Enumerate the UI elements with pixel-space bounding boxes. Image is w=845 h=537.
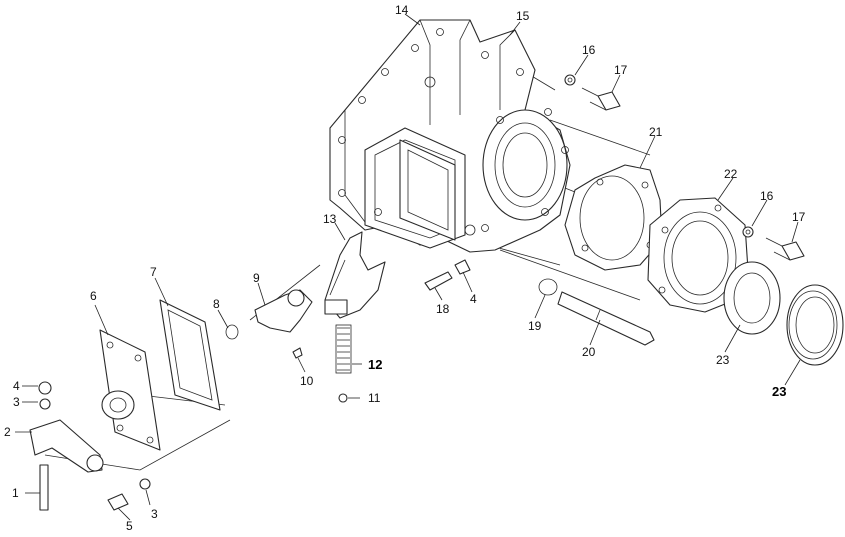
label-9: 9 — [253, 271, 260, 285]
label-23b: 23 — [772, 384, 786, 399]
label-15: 15 — [516, 9, 530, 23]
label-2: 2 — [4, 425, 11, 439]
shift-arm-2 — [29, 381, 151, 511]
label-6: 6 — [90, 289, 97, 303]
gasket-plate-7 — [159, 299, 221, 411]
label-16b: 16 — [760, 189, 774, 203]
label-18: 18 — [436, 302, 450, 316]
label-3a: 3 — [13, 395, 20, 409]
label-1: 1 — [12, 486, 19, 500]
part-labels: 1 2 3 4 5 3 6 7 8 9 10 11 12 13 14 15 16… — [4, 3, 806, 533]
label-5: 5 — [126, 519, 133, 533]
label-19: 19 — [528, 319, 542, 333]
label-20: 20 — [582, 345, 596, 359]
label-17b: 17 — [792, 210, 806, 224]
spring-ball — [335, 324, 352, 403]
pin-nut-set — [424, 259, 471, 291]
label-12: 12 — [368, 357, 382, 372]
leader-lines — [15, 13, 801, 521]
shift-shaft-9 — [225, 289, 313, 359]
gasket-21 — [564, 164, 663, 271]
label-17a: 17 — [614, 63, 628, 77]
label-14: 14 — [395, 3, 409, 17]
label-4b: 4 — [470, 292, 477, 306]
label-11: 11 — [368, 391, 381, 405]
seal-23 — [723, 261, 844, 366]
label-23a: 23 — [716, 353, 730, 367]
label-4a: 4 — [13, 379, 20, 393]
washer-bolt-set — [564, 74, 805, 261]
main-housing — [329, 19, 571, 253]
label-22: 22 — [724, 167, 738, 181]
label-13: 13 — [323, 212, 337, 226]
label-8: 8 — [213, 297, 220, 311]
shift-fork-13 — [324, 231, 386, 319]
label-21: 21 — [649, 125, 663, 139]
label-16a: 16 — [582, 43, 596, 57]
shaft-assembly — [538, 278, 655, 346]
label-3b: 3 — [151, 507, 158, 521]
label-7: 7 — [150, 265, 157, 279]
cover-plate-6 — [99, 329, 161, 451]
label-10: 10 — [300, 374, 314, 388]
